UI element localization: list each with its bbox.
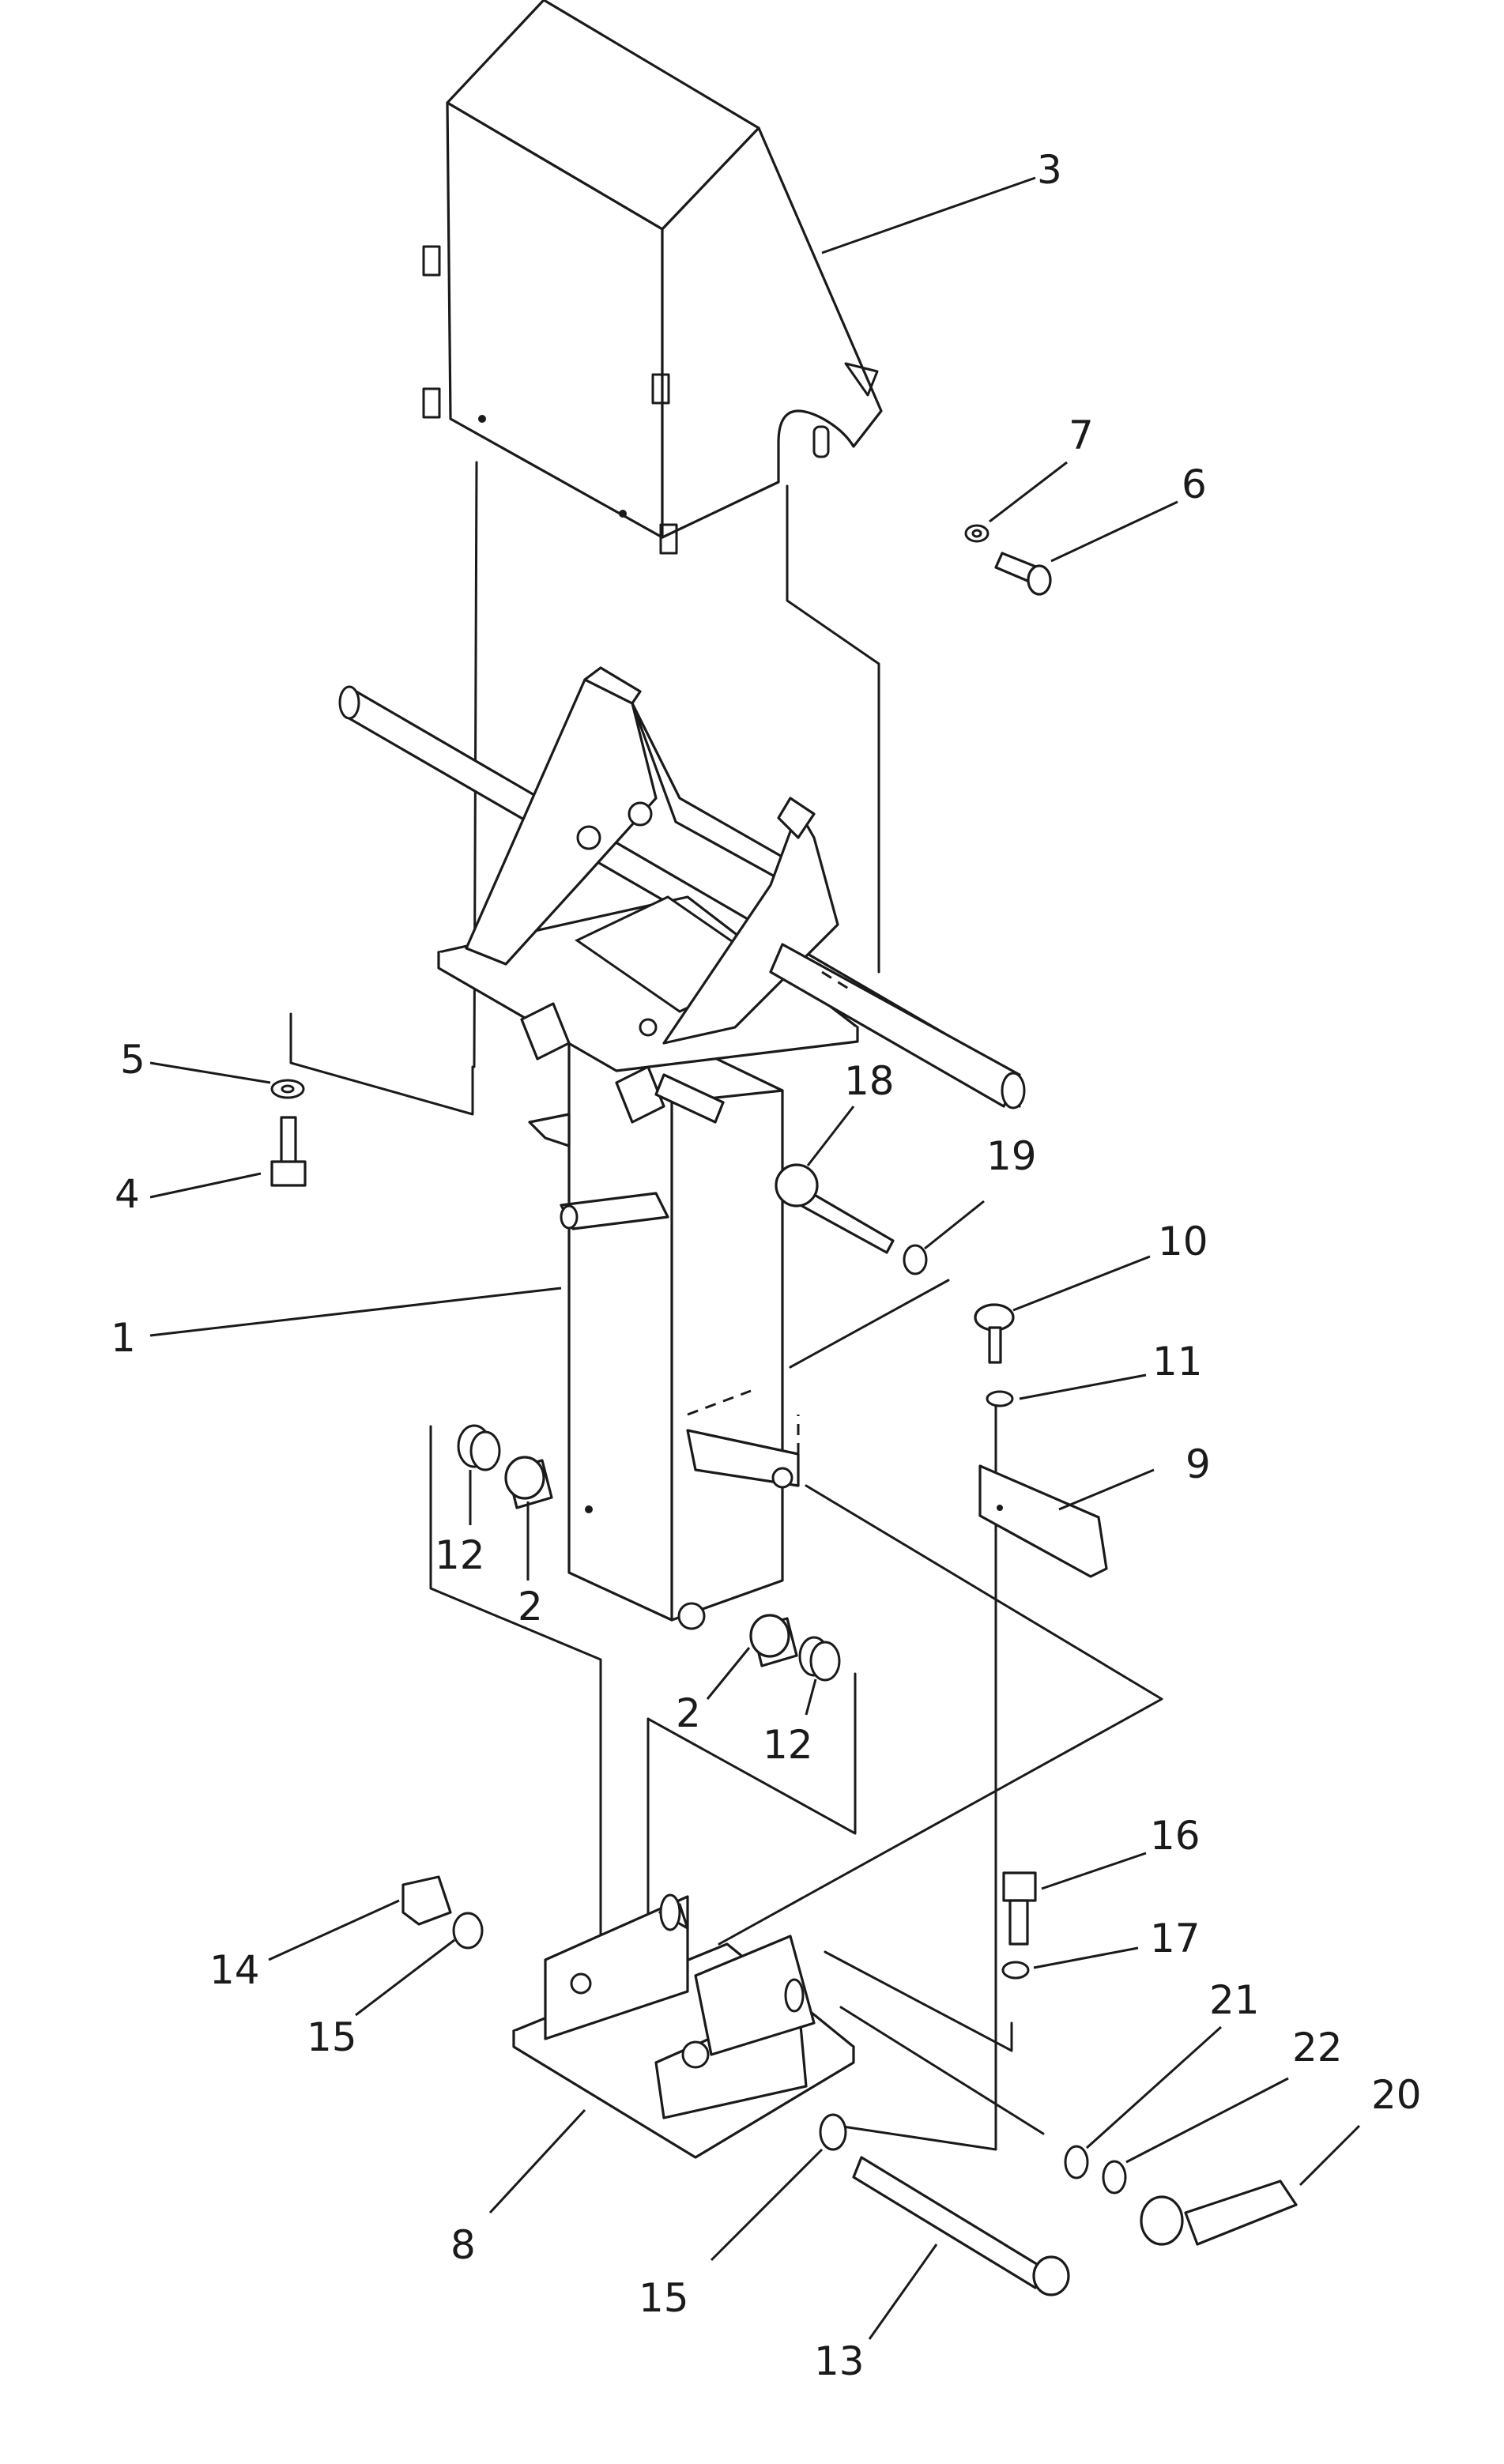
bolt-part-16 [1002,1871,1037,1946]
plate-part-9 [978,1464,1108,1578]
screw-part-10 [974,1303,1015,1364]
washer-part-15-lower [819,2113,847,2151]
callout-7: 7 [1069,413,1094,458]
washer-part-22 [1102,2160,1127,2195]
callout-3: 3 [1037,147,1062,193]
callout-15-upper: 15 [307,2014,357,2060]
bushing-part-2-lower [749,1614,798,1667]
callout-12-lower: 12 [763,1722,813,1768]
washer-part-5 [270,1079,305,1099]
callout-12-upper: 12 [435,1532,485,1578]
washer-part-17 [1001,1961,1030,1980]
washer-part-11 [986,1390,1014,1407]
callout-21: 21 [1209,1977,1260,2023]
nut-part-14 [401,1875,452,1926]
callout-22: 22 [1292,2025,1343,2070]
bolt-part-18 [775,1163,895,1254]
leader-lines [149,176,1361,2340]
washer-part-15-upper [452,1912,484,1950]
callout-10: 10 [1158,1219,1208,1264]
callout-19: 19 [986,1133,1037,1179]
collar-part-12-lower [798,1636,841,1682]
callout-5: 5 [120,1037,145,1083]
callout-20: 20 [1371,2072,1422,2118]
callout-6: 6 [1182,462,1207,507]
cover-part-3 [422,0,883,555]
callout-18: 18 [844,1058,895,1104]
callout-13: 13 [814,2338,865,2384]
bushing-part-2-upper [504,1456,553,1509]
callout-9: 9 [1185,1441,1211,1487]
washer-part-19 [903,1244,928,1275]
callout-11: 11 [1152,1339,1203,1385]
callout-15-lower: 15 [639,2275,689,2321]
callout-14: 14 [209,1947,260,1993]
bolt-part-4 [270,1116,307,1187]
callout-8: 8 [450,2222,476,2268]
callout-16: 16 [1150,1813,1201,1859]
washer-part-7 [964,524,989,543]
collar-part-12-upper [457,1424,501,1471]
callout-1: 1 [111,1315,136,1361]
callout-labels: 3 7 6 5 4 18 19 10 1 11 9 12 2 2 12 16 1… [111,147,1422,2384]
pin-part-13 [852,2156,1070,2296]
bolt-part-6 [994,552,1052,596]
callout-4: 4 [115,1171,140,1217]
callout-2-upper: 2 [518,1584,543,1629]
handle-part-20 [1140,2180,1298,2246]
callout-17: 17 [1150,1916,1201,1961]
washer-part-21 [1064,2145,1089,2180]
column-part-1 [338,666,1026,1630]
callout-2-lower: 2 [676,1690,701,1736]
base-part-8 [512,1893,855,2159]
